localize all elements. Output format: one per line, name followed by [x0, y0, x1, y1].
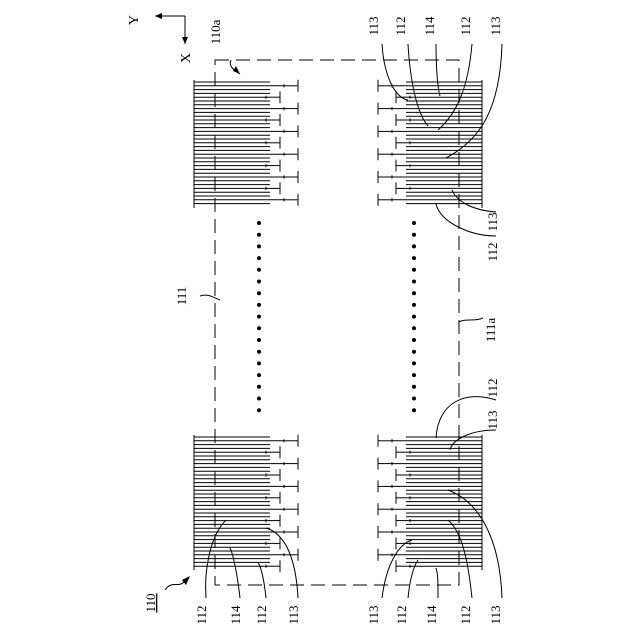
- label-111: 111: [174, 287, 189, 306]
- ellipsis-dot-left: [257, 326, 261, 330]
- ellipsis-dot-left: [257, 233, 261, 237]
- leader-113-tr-1: [382, 44, 408, 100]
- label-112-top-right-1: 112: [393, 16, 408, 35]
- leader-112-bl-2: [258, 562, 266, 598]
- ellipsis-dot-right: [412, 256, 416, 260]
- label-113-bottom-right-1: 113: [366, 605, 381, 624]
- ellipsis-dot-right: [412, 361, 416, 365]
- label-112-mid-right: 112: [485, 242, 500, 261]
- ellipsis-dot-right: [412, 397, 416, 401]
- reference-labels: 110a 111 111a 110 113 112 114 112 113 11…: [143, 16, 503, 625]
- label-112-bottom-left-1: 112: [194, 605, 209, 624]
- ellipsis-dot-left: [257, 373, 261, 377]
- leader-110-arrowhead: [182, 576, 190, 585]
- x-axis-arrowhead: [182, 37, 188, 44]
- leader-112-tr-1: [408, 44, 428, 126]
- axis-arrows: [155, 13, 188, 44]
- leader-110: [165, 582, 184, 590]
- ellipsis-dot-right: [412, 385, 416, 389]
- ellipsis-dot-right: [412, 303, 416, 307]
- x-axis-label: X: [179, 53, 194, 63]
- label-112-bottom-left-2: 112: [254, 605, 269, 624]
- leader-112-tr-2: [438, 44, 472, 130]
- label-112-top-right-2: 112: [458, 16, 473, 35]
- ellipsis-dot-right: [412, 315, 416, 319]
- ellipsis-dot-left: [257, 350, 261, 354]
- electrode-groups: [194, 80, 482, 572]
- ellipsis-dot-right: [412, 350, 416, 354]
- leader-114-br: [436, 568, 438, 598]
- label-111a: 111a: [483, 318, 498, 343]
- label-114-bottom-right: 114: [424, 605, 439, 625]
- electrode-group-top-left: [194, 80, 298, 208]
- leader-111: [200, 295, 220, 300]
- label-114-bottom-left: 114: [228, 605, 243, 625]
- axis-indicator: Y X: [127, 13, 194, 63]
- y-axis-arrowhead: [155, 13, 162, 19]
- label-112-lower-right: 112: [485, 378, 500, 397]
- leader-114-tr: [436, 44, 440, 96]
- ellipsis-dot-left: [257, 268, 261, 272]
- label-112-bottom-right-2: 112: [458, 605, 473, 624]
- ellipsis-dot-right: [412, 244, 416, 248]
- ellipsis-dot-left: [257, 315, 261, 319]
- ellipsis-dot-right: [412, 291, 416, 295]
- label-110a: 110a: [208, 19, 223, 44]
- label-114-top-right: 114: [422, 16, 437, 36]
- leader-114-bl: [230, 548, 240, 598]
- label-110: 110: [143, 593, 158, 612]
- ellipsis-dot-right: [412, 326, 416, 330]
- ellipsis-dot-right: [412, 373, 416, 377]
- label-113-bottom-left: 113: [286, 605, 301, 624]
- leader-111a: [459, 318, 483, 322]
- label-113-top-right-1: 113: [366, 16, 381, 35]
- y-axis-label: Y: [127, 15, 142, 25]
- label-113-lower-right: 113: [485, 410, 500, 429]
- leader-110a-arrowhead: [233, 66, 240, 74]
- label-113-mid-right: 113: [485, 212, 500, 231]
- ellipsis-dot-left: [257, 385, 261, 389]
- ellipsis-dot-right: [412, 280, 416, 284]
- ellipsis-dot-right: [412, 233, 416, 237]
- ellipsis-dot-right: [412, 221, 416, 225]
- ellipsis-dot-left: [257, 361, 261, 365]
- ellipsis-dot-left: [257, 221, 261, 225]
- ellipsis-dot-left: [257, 280, 261, 284]
- electrode-group-bottom-right: [378, 435, 482, 572]
- ellipsis-dot-left: [257, 303, 261, 307]
- label-113-bottom-right-2: 113: [488, 605, 503, 624]
- ellipsis-dot-right: [412, 408, 416, 412]
- ellipsis-dot-left: [257, 397, 261, 401]
- leader-113-br-2: [448, 490, 502, 598]
- ellipsis-dot-right: [412, 268, 416, 272]
- ellipsis-dots: [257, 221, 416, 412]
- ellipsis-dot-left: [257, 291, 261, 295]
- ellipsis-dot-left: [257, 338, 261, 342]
- label-112-bottom-right-1: 112: [394, 605, 409, 624]
- label-113-top-right-2: 113: [488, 16, 503, 35]
- leader-113-br-1: [382, 540, 412, 598]
- ellipsis-dot-right: [412, 338, 416, 342]
- ellipsis-dot-left: [257, 256, 261, 260]
- leader-113-lr: [450, 430, 496, 450]
- ellipsis-dot-left: [257, 408, 261, 412]
- ellipsis-dot-left: [257, 244, 261, 248]
- leader-113-bl: [266, 528, 298, 598]
